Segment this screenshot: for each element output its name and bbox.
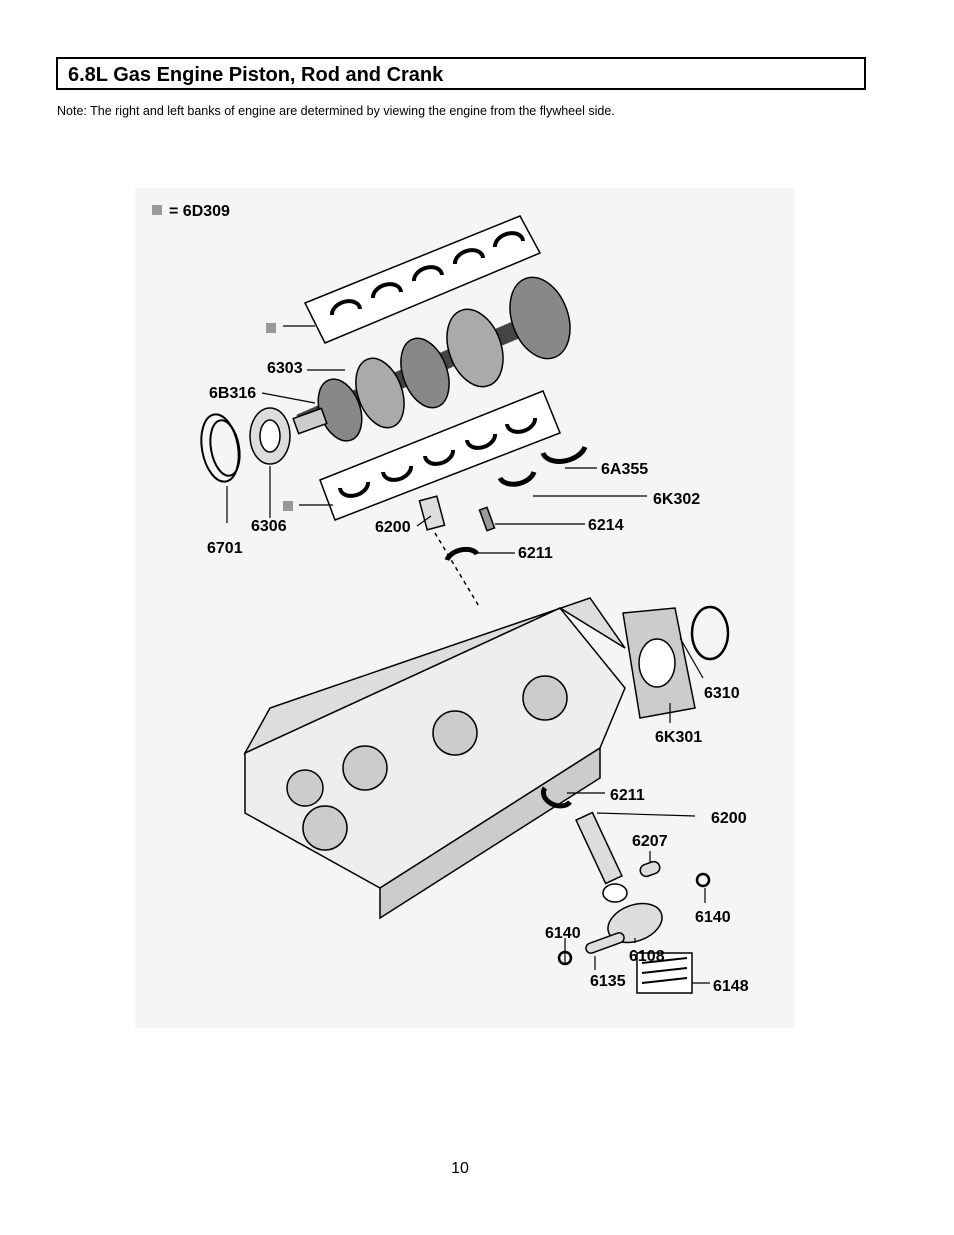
thrust-bearing-lower — [497, 471, 537, 487]
part-label-6A355: 6A355 — [601, 461, 648, 478]
part-label-6306: 6306 — [251, 518, 287, 535]
part-label-6108: 6108 — [629, 948, 665, 965]
legend: = 6D309 — [152, 203, 230, 220]
front-seal — [200, 413, 241, 483]
part-label-6140-right: 6140 — [695, 909, 731, 926]
diagram-svg: = 6D309 — [135, 188, 795, 1028]
lower-bearing-strip — [319, 390, 561, 521]
part-label-6140-left: 6140 — [545, 925, 581, 942]
crankshaft — [292, 276, 571, 442]
part-label-6310: 6310 — [704, 685, 740, 702]
part-label-6148: 6148 — [713, 978, 749, 995]
upper-bearing-strip — [303, 215, 542, 344]
part-label-6214: 6214 — [588, 517, 624, 534]
rod-cap-upper — [418, 495, 496, 609]
part-label-6211-bottom: 6211 — [610, 787, 645, 804]
part-label-6200-top: 6200 — [375, 519, 411, 536]
section-title: 6.8L Gas Engine Piston, Rod and Crank — [68, 64, 444, 86]
rear-main-seal — [690, 605, 730, 661]
part-label-6K302: 6K302 — [653, 491, 700, 508]
exploded-parts-diagram: = 6D309 — [135, 188, 795, 1028]
thrust-bearing-upper — [540, 445, 588, 464]
part-label-6135: 6135 — [590, 973, 626, 990]
bearing-marker-icon — [266, 323, 276, 333]
part-label-6701: 6701 — [207, 540, 243, 557]
crank-gear — [249, 407, 291, 465]
section-title-box: 6.8L Gas Engine Piston, Rod and Crank — [56, 57, 866, 90]
part-label-6303: 6303 — [267, 360, 303, 377]
part-label-6K301: 6K301 — [655, 729, 702, 746]
legend-text: = 6D309 — [169, 203, 230, 220]
bearing-marker-icon-2 — [283, 501, 293, 511]
leader-lines — [226, 369, 710, 984]
note-text: Note: The right and left banks of engine… — [57, 104, 615, 118]
rear-seal-retainer — [622, 607, 696, 719]
page-number: 10 — [451, 1160, 469, 1177]
part-label-6200-bottom: 6200 — [711, 810, 747, 827]
legend-marker-icon — [152, 205, 162, 215]
part-label-6207: 6207 — [632, 833, 668, 850]
part-label-6211-top: 6211 — [518, 545, 553, 562]
part-label-6B316: 6B316 — [209, 385, 256, 402]
connecting-rod-assembly — [540, 786, 711, 994]
